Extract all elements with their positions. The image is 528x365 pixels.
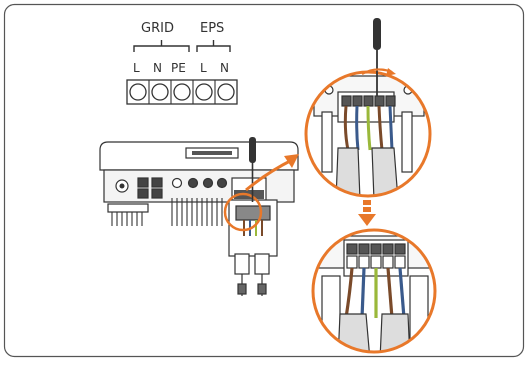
grid-label: GRID <box>141 22 174 35</box>
terminal-hole <box>196 84 212 100</box>
terminal-hole <box>130 84 146 100</box>
terminal-hole <box>152 84 168 100</box>
terminal-label-grid-pe: PE <box>171 62 186 74</box>
terminal-label-grid-n: N <box>153 62 162 74</box>
eps-label: EPS <box>200 22 224 35</box>
terminal-hole <box>174 84 190 100</box>
terminal-hole <box>218 84 234 100</box>
terminal-label-eps-n: N <box>220 62 229 74</box>
terminal-label-eps-l: L <box>200 62 207 74</box>
terminal-label-grid-l: L <box>133 62 140 74</box>
